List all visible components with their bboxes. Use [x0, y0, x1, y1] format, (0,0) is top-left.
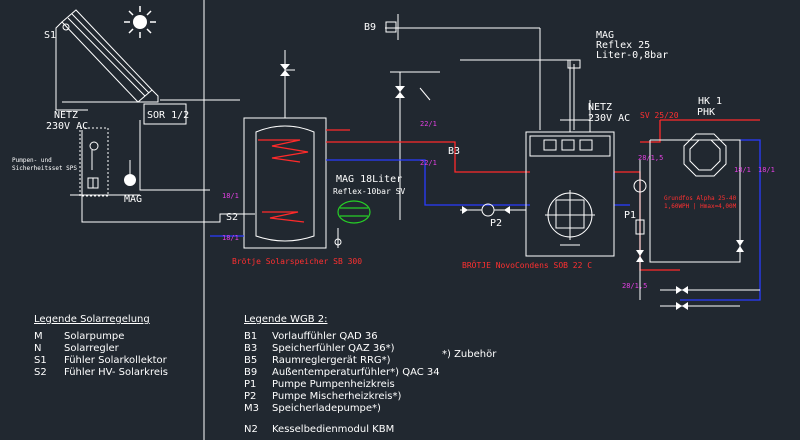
boiler — [525, 100, 615, 257]
label-phk: PHK — [697, 107, 715, 118]
s1-sensor-icon — [62, 23, 70, 31]
hk-radiator-icon — [683, 133, 727, 177]
mag-small-icon — [124, 160, 136, 186]
legend-solar: Legende Solarregelung M Solarpumpe N Sol… — [34, 314, 168, 378]
label-hk: HK 1 — [698, 96, 722, 107]
mag-reflex-vessel — [567, 59, 581, 130]
label-s1: S1 — [44, 30, 56, 41]
legend-code: P2 — [244, 391, 256, 402]
legend-text: Speicherfühler QAZ 36*) — [272, 343, 395, 354]
pipe-tag: 28/1,5 — [638, 154, 663, 162]
legend-text: Pumpe Mischerheizkreis*) — [272, 391, 401, 402]
label-netz-left: NETZ — [54, 110, 78, 121]
safety-valve-icon — [390, 71, 440, 220]
legend-text: Pumpe Pumpenheizkreis — [272, 379, 395, 390]
valve-icon — [736, 240, 744, 252]
sun-icon — [124, 6, 156, 38]
label-s2: S2 — [226, 212, 238, 223]
hk-radiator-inner-icon — [689, 139, 721, 171]
legend-code: N — [34, 343, 41, 354]
label-b3: B3 — [448, 146, 460, 157]
label-b9: B9 — [364, 22, 376, 33]
legend-text: Fühler Solarkollektor — [64, 355, 168, 366]
legend-text: Solarpumpe — [64, 331, 124, 342]
pipe-tag: 18/1 — [734, 166, 751, 174]
solar-circuit-pipes — [55, 21, 255, 223]
legend-code: S1 — [34, 355, 47, 366]
label-netz-right: NETZ — [588, 102, 612, 113]
legend-text: Außentemperaturfühler*) QAC 34 — [272, 367, 440, 378]
label-safety-group-2: Sicherheitsset SPS — [12, 165, 77, 172]
label-mag-reflex-3: Liter-0,8bar — [596, 50, 668, 61]
label-p1: P1 — [624, 210, 636, 221]
pipe-tag: 28/1,5 — [622, 282, 647, 290]
label-mag-18-spec: Reflex-10bar SV — [333, 187, 405, 196]
legend-text: Vorlauffühler QAD 36 — [272, 331, 378, 342]
pipe-tag: 22/1 — [420, 120, 437, 128]
pipe-tag: 18/1 — [222, 192, 239, 200]
valve-icon — [676, 286, 688, 310]
legend-code: B9 — [244, 367, 257, 378]
pump-p1-icon — [633, 179, 647, 262]
legend-wgb-title: Legende WGB 2: — [244, 314, 327, 325]
mag-18-vessel — [337, 200, 371, 224]
solar-storage-tank — [243, 117, 327, 249]
heating-circuit-pipes — [639, 139, 760, 307]
label-mag-small: MAG — [124, 194, 142, 205]
legend-text: Speicherladepumpe*) — [272, 403, 381, 414]
label-mag-reflex-2: Reflex 25 — [596, 40, 650, 51]
legend-code: P1 — [244, 379, 256, 390]
legend-text: Raumreglergerät RRG*) — [272, 355, 391, 366]
legend-text: Solarregler — [64, 343, 120, 354]
solar-controller-box — [143, 103, 187, 125]
label-boiler: BRÖTJE NovoCondens SOB 22 C — [462, 260, 592, 270]
label-netz-right-voltage: 230V AC — [588, 113, 630, 124]
label-controller: SOR 1/2 — [147, 110, 189, 121]
legend-note: *) Zubehör — [442, 349, 497, 360]
label-pump-spec: Grundfos Alpha 25-40 — [664, 195, 737, 202]
tank-top-valve-icon — [280, 50, 295, 118]
label-mag-reflex: MAG — [596, 30, 614, 41]
legend-text: Kesselbedienmodul KBM — [272, 424, 394, 435]
legend-code: B3 — [244, 343, 257, 354]
pipe-tag: 18/1 — [222, 234, 239, 242]
legend-code: M3 — [244, 403, 259, 414]
label-safety-group: Pumpen- und — [12, 157, 52, 164]
label-mag-18: MAG 18Liter — [336, 174, 402, 185]
pipe-tag: 18/1 — [758, 166, 775, 174]
legend-wgb: Legende WGB 2: B1 Vorlauffühler QAD 36 B… — [244, 314, 497, 435]
label-sv: SV 25/20 — [640, 111, 679, 120]
solar-pump-icon — [87, 141, 99, 189]
pump-safety-set-box — [79, 127, 109, 197]
label-netz-left-voltage: 230V AC — [46, 121, 88, 132]
legend-code: N2 — [244, 424, 258, 435]
legend-solar-title: Legende Solarregelung — [34, 314, 150, 325]
legend-code: S2 — [34, 367, 47, 378]
legend-code: M — [34, 331, 43, 342]
legend-code: B5 — [244, 355, 257, 366]
label-p2: P2 — [490, 218, 502, 229]
pipe-tag: 22/1 — [420, 159, 437, 167]
label-pump-spec-2: 1,60WPH | Hmax=4,00M — [664, 203, 737, 210]
drain-valve-icon — [334, 228, 342, 248]
legend-text: Fühler HV- Solarkreis — [64, 367, 168, 378]
b9-outdoor-sensor-icon — [385, 14, 540, 40]
label-storage: Brötje Solarspeicher SB 300 — [232, 257, 362, 266]
legend-code: B1 — [244, 331, 257, 342]
sensor-cable-2 — [460, 59, 571, 130]
pump-p2-icon — [460, 203, 526, 217]
